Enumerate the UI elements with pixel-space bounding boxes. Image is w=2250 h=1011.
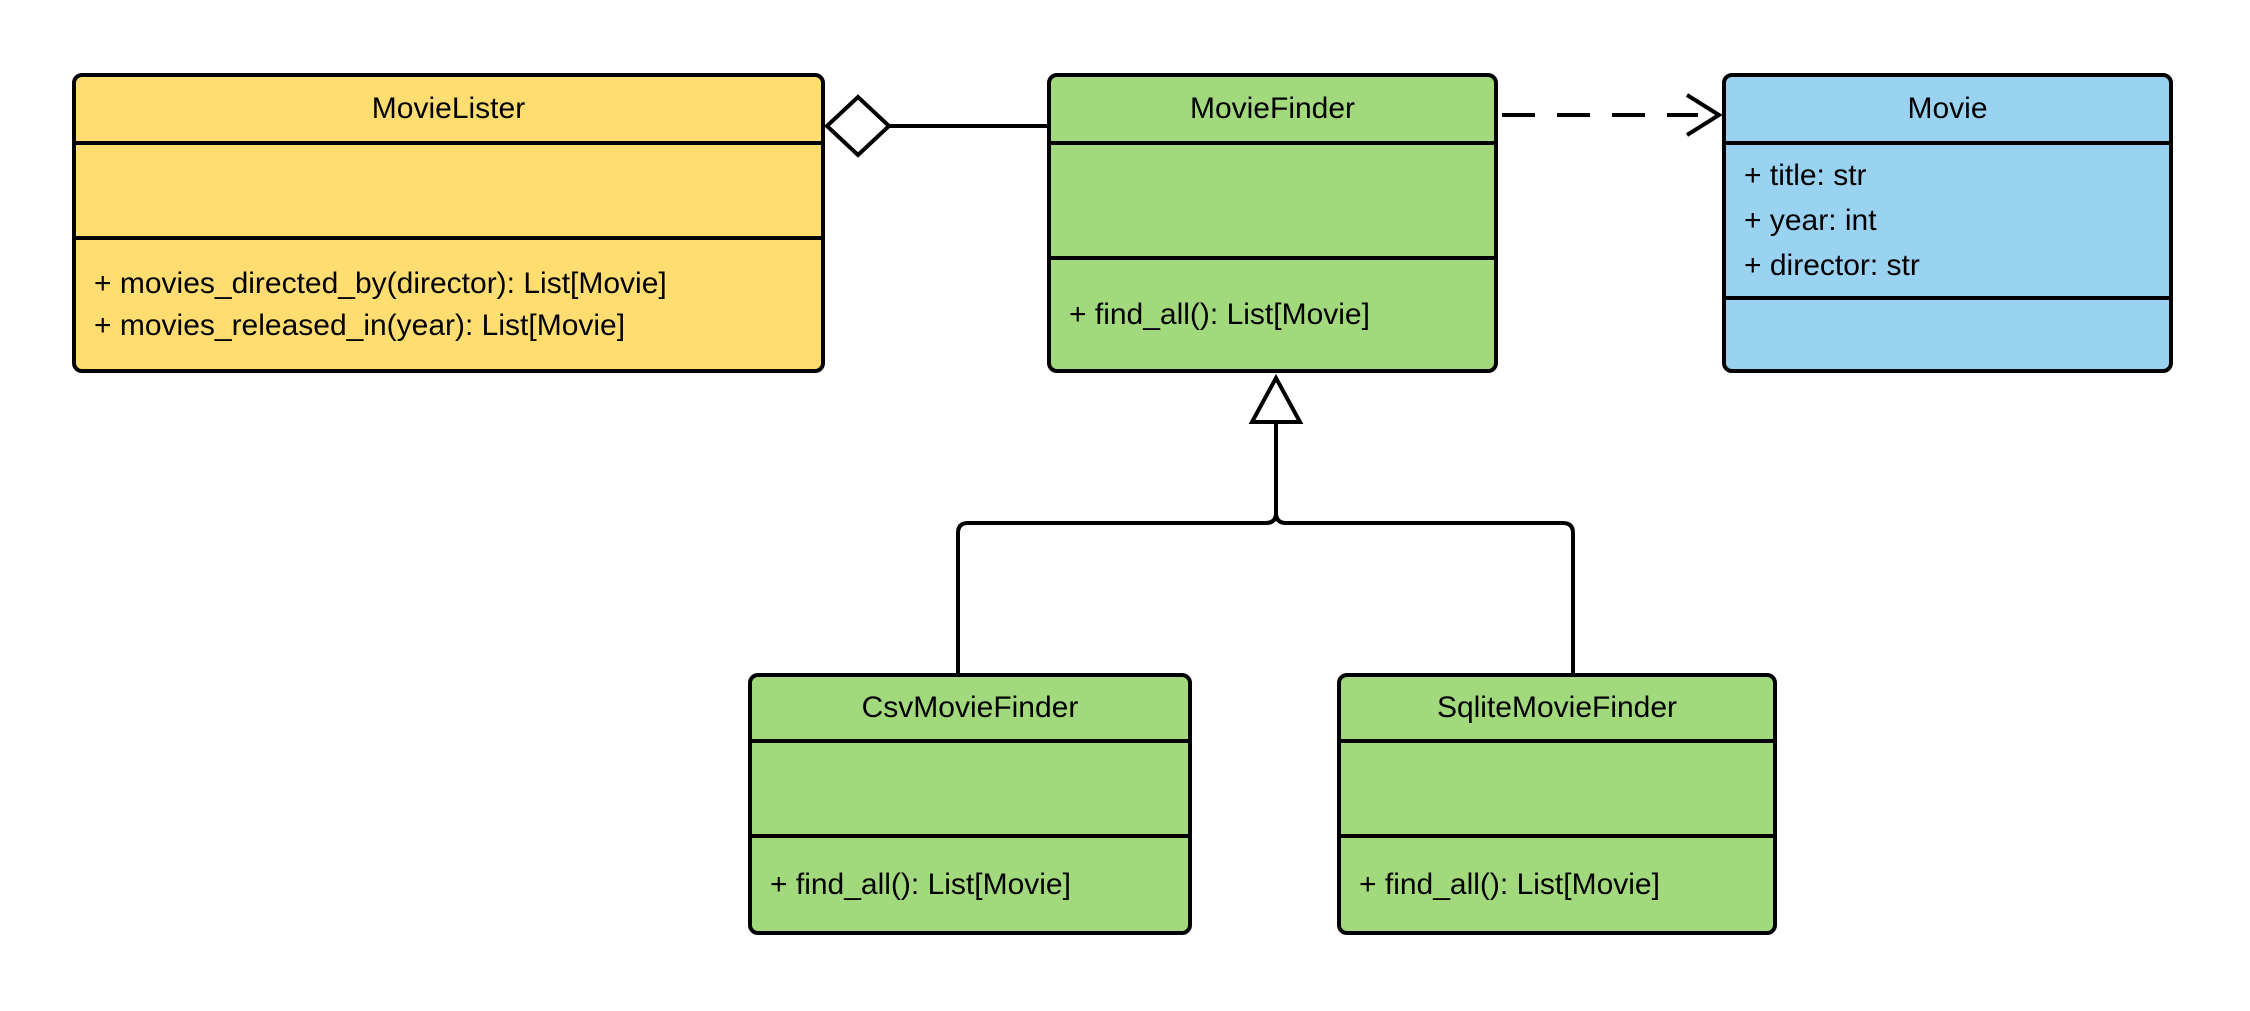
class-name: MovieFinder — [1051, 77, 1494, 145]
attribute-item: + year: int — [1744, 204, 1877, 237]
methods-compartment: + find_all(): List[Movie] — [1341, 838, 1773, 931]
generalization-path-sqlite — [1274, 422, 1575, 675]
methods-compartment: + movies_directed_by(director): List[Mov… — [76, 240, 821, 369]
generalization-connector-csv[interactable] — [956, 422, 1278, 675]
class-name: Movie — [1726, 77, 2169, 145]
generalization-path-csv — [956, 422, 1278, 675]
method-item: + movies_directed_by(director): List[Mov… — [94, 266, 667, 300]
class-name: MovieLister — [76, 77, 821, 145]
method-item: + movies_released_in(year): List[Movie] — [94, 308, 626, 342]
method-item: + find_all(): List[Movie] — [770, 867, 1071, 901]
class-box-csvmoviefinder[interactable]: CsvMovieFinder + find_all(): List[Movie] — [748, 673, 1192, 935]
generalization-triangle — [1248, 373, 1304, 424]
dependency-connector[interactable] — [1502, 93, 1723, 137]
aggregation-diamond — [824, 94, 892, 158]
class-box-movie[interactable]: Movie + title: str + year: int + directo… — [1722, 73, 2173, 373]
class-box-sqlitemoviefinder[interactable]: SqliteMovieFinder + find_all(): List[Mov… — [1337, 673, 1777, 935]
method-item: + find_all(): List[Movie] — [1359, 867, 1660, 901]
attributes-compartment — [76, 145, 821, 240]
generalization-connector-sqlite[interactable] — [1274, 422, 1575, 675]
class-name: CsvMovieFinder — [752, 677, 1188, 743]
attributes-compartment — [1051, 145, 1494, 260]
attributes-compartment — [1341, 743, 1773, 838]
attribute-item: + title: str — [1744, 159, 1867, 192]
methods-compartment: + find_all(): List[Movie] — [1051, 260, 1494, 369]
methods-compartment: + find_all(): List[Movie] — [752, 838, 1188, 931]
method-item: + find_all(): List[Movie] — [1069, 297, 1370, 331]
dependency-arrowhead — [1685, 93, 1723, 137]
methods-compartment — [1726, 300, 2169, 369]
class-box-moviefinder[interactable]: MovieFinder + find_all(): List[Movie] — [1047, 73, 1498, 373]
attributes-compartment — [752, 743, 1188, 838]
attribute-item: + director: str — [1744, 249, 1920, 282]
attributes-compartment: + title: str + year: int + director: str — [1726, 145, 2169, 300]
aggregation-connector[interactable] — [824, 94, 1047, 158]
class-box-movielister[interactable]: MovieLister + movies_directed_by(directo… — [72, 73, 825, 373]
class-name: SqliteMovieFinder — [1341, 677, 1773, 743]
